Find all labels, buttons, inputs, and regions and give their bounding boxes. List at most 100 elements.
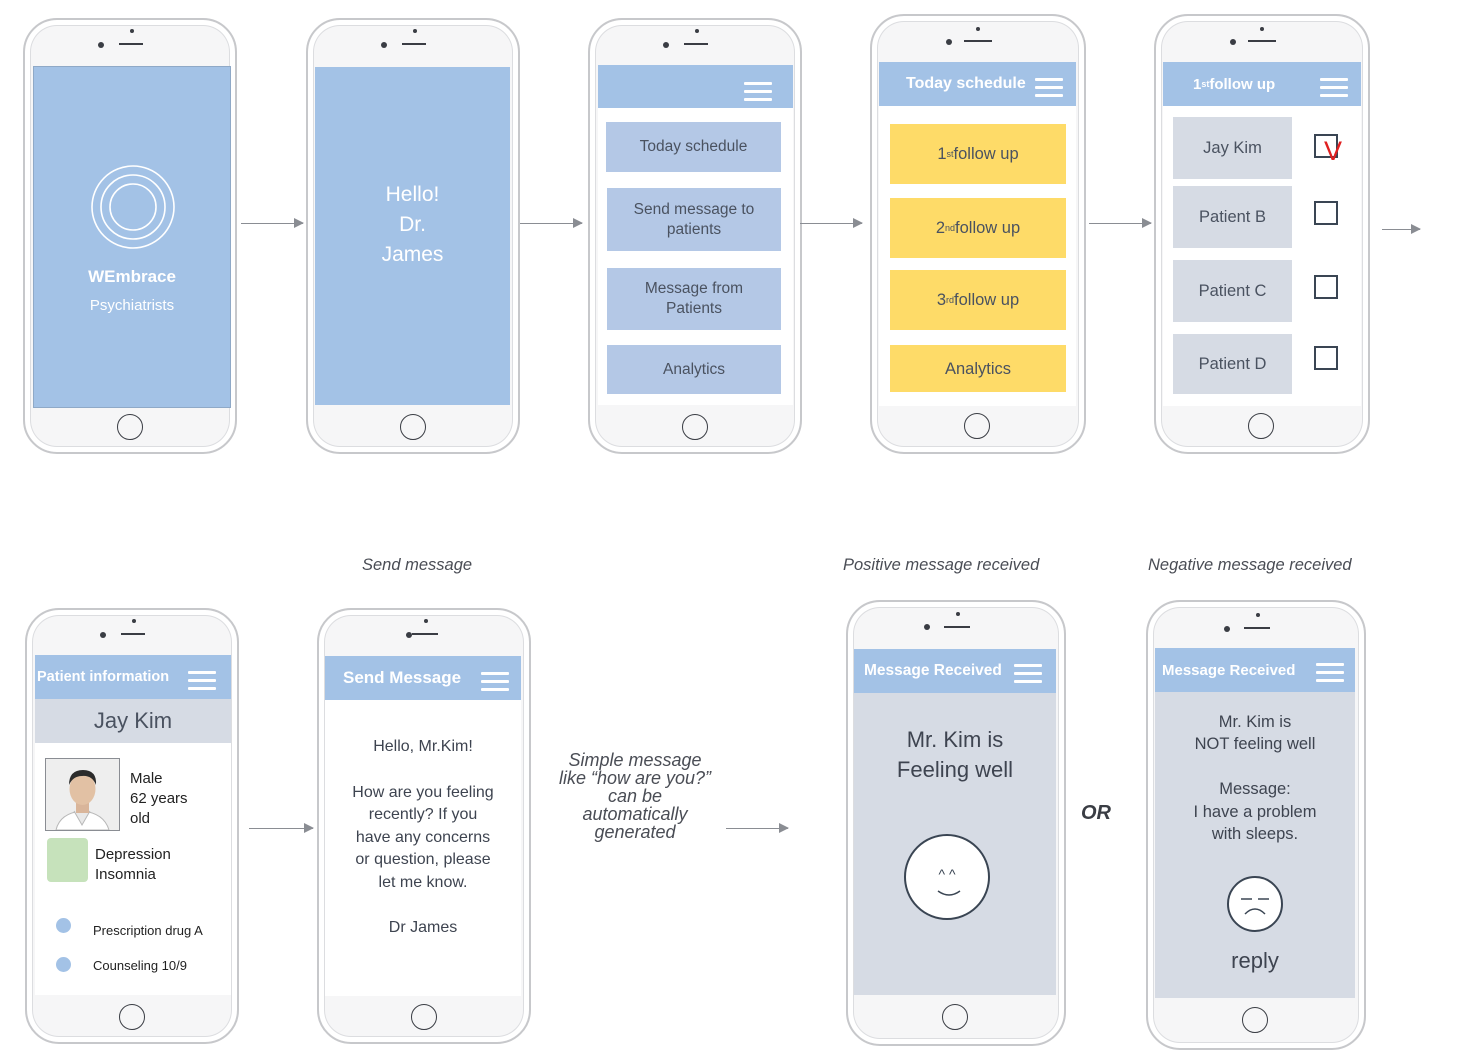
reply-button[interactable]: reply <box>1231 948 1279 973</box>
message-body-line: let me know. <box>378 874 468 891</box>
patient-gender: Male <box>130 770 163 787</box>
home-button[interactable] <box>117 414 143 440</box>
message-body-line: have any concerns <box>355 829 491 846</box>
patient-row-d[interactable]: Patient D <box>1173 334 1292 394</box>
negative-message-label: Message: <box>1219 780 1291 798</box>
positive-screen: Message Received Mr. Kim is Feeling well… <box>854 649 1056 995</box>
patient-row-jay-kim[interactable]: Jay Kim <box>1173 117 1292 179</box>
hamburger-menu-icon[interactable] <box>744 82 772 102</box>
bullet-icon <box>56 957 71 972</box>
patient-age: 62 years <box>130 790 188 807</box>
or-label: OR <box>1081 802 1111 824</box>
positive-line1: Mr. Kim is <box>906 727 1004 752</box>
phone-send-message: Send Message Hello, Mr.Kim! How are you … <box>317 608 531 1044</box>
note-line: like “how are you?” <box>558 768 712 788</box>
hamburger-menu-icon[interactable] <box>1014 664 1042 684</box>
positive-title: Message Received <box>864 662 1002 679</box>
home-button[interactable] <box>1248 413 1274 439</box>
hamburger-menu-icon[interactable] <box>1035 78 1063 98</box>
home-button[interactable] <box>964 413 990 439</box>
phone-positive: Message Received Mr. Kim is Feeling well… <box>846 600 1066 1046</box>
menu-item-send-message[interactable]: Send message to patients <box>607 188 781 251</box>
phone-patient-info: Patient information Jay Kim Male 62 year… <box>25 608 239 1044</box>
caption-positive: Positive message received <box>843 556 1040 574</box>
checkbox-patient-d[interactable] <box>1314 346 1338 370</box>
note-line: generated <box>594 822 676 842</box>
menu-header <box>598 65 793 108</box>
greeting-line3: James <box>381 243 444 266</box>
negative-screen: Message Received Mr. Kim is NOT feeling … <box>1155 648 1355 998</box>
menu-item-messages-from-patients[interactable]: Message from Patients <box>607 268 781 330</box>
checkbox-jay-kim[interactable] <box>1314 134 1338 158</box>
note-line: Simple message <box>568 750 702 770</box>
face-eyes: ^ ^ <box>938 866 956 882</box>
patient-photo <box>45 758 120 831</box>
note-line: automatically <box>582 804 688 824</box>
message-greeting: Hello, Mr.Kim! <box>373 738 473 755</box>
home-button[interactable] <box>411 1004 437 1030</box>
sad-face-icon <box>1227 876 1283 932</box>
schedule-title: Today schedule <box>906 75 1026 92</box>
treatment-item-1: Prescription drug A <box>93 923 203 938</box>
message-signature: Dr James <box>388 919 458 936</box>
home-button[interactable] <box>400 414 426 440</box>
menu-item-today-schedule[interactable]: Today schedule <box>606 122 781 172</box>
patient-info-title: Patient information <box>37 669 170 685</box>
hamburger-menu-icon[interactable] <box>1320 78 1348 98</box>
flow-arrow <box>520 218 583 228</box>
greeting-line1: Hello! <box>385 183 440 206</box>
check-mark-icon: V <box>1324 136 1343 166</box>
schedule-analytics[interactable]: Analytics <box>890 345 1066 392</box>
caption-negative: Negative message received <box>1148 556 1352 574</box>
patient-row-c[interactable]: Patient C <box>1173 260 1292 322</box>
home-button[interactable] <box>682 414 708 440</box>
wembrace-logo-icon <box>91 165 175 249</box>
brand-name: WEmbrace <box>88 267 176 286</box>
bullet-icon <box>56 918 71 933</box>
patient-info-header: Patient information <box>35 655 231 699</box>
brand-subtitle: Psychiatrists <box>89 297 175 314</box>
flow-arrow <box>726 823 789 833</box>
hamburger-menu-icon[interactable] <box>481 672 509 692</box>
home-button[interactable] <box>119 1004 145 1030</box>
checkbox-patient-b[interactable] <box>1314 201 1338 225</box>
phone-menu: Today schedule Send message to patients … <box>588 18 802 454</box>
send-message-screen: Send Message Hello, Mr.Kim! How are you … <box>325 656 521 996</box>
phone-splash: WEmbrace Psychiatrists <box>23 18 237 454</box>
home-button[interactable] <box>942 1004 968 1030</box>
menu-item-analytics[interactable]: Analytics <box>607 345 781 394</box>
hamburger-menu-icon[interactable] <box>1316 663 1344 683</box>
home-button[interactable] <box>1242 1007 1268 1033</box>
negative-title: Message Received <box>1162 661 1296 679</box>
flow-arrow <box>800 218 863 228</box>
negative-header: Message Received <box>1155 648 1355 692</box>
message-body-line: How are you feeling <box>352 784 494 801</box>
positive-line2: Feeling well <box>896 757 1014 782</box>
flow-arrow <box>1382 224 1421 234</box>
treatment-item-2: Counseling 10/9 <box>93 958 187 973</box>
negative-line2: NOT feeling well <box>1194 735 1316 753</box>
checkbox-patient-c[interactable] <box>1314 275 1338 299</box>
splash-screen: WEmbrace Psychiatrists <box>33 66 231 408</box>
diagnosis-1: Depression <box>95 846 171 863</box>
hamburger-menu-icon[interactable] <box>188 671 216 691</box>
greeting-screen: Hello! Dr. James <box>315 67 510 405</box>
caption-send-message: Send message <box>362 556 473 574</box>
happy-face-icon: ^ ^ <box>904 834 990 920</box>
diagnosis-2: Insomnia <box>95 866 156 883</box>
phone-negative: Message Received Mr. Kim is NOT feeling … <box>1146 600 1366 1050</box>
patient-row-b[interactable]: Patient B <box>1173 186 1292 248</box>
message-body-line: or question, please <box>355 851 491 868</box>
negative-line1: Mr. Kim is <box>1218 713 1292 731</box>
note-line: can be <box>607 786 663 806</box>
flow-arrow <box>241 218 304 228</box>
negative-message-line2: with sleeps. <box>1211 825 1299 843</box>
